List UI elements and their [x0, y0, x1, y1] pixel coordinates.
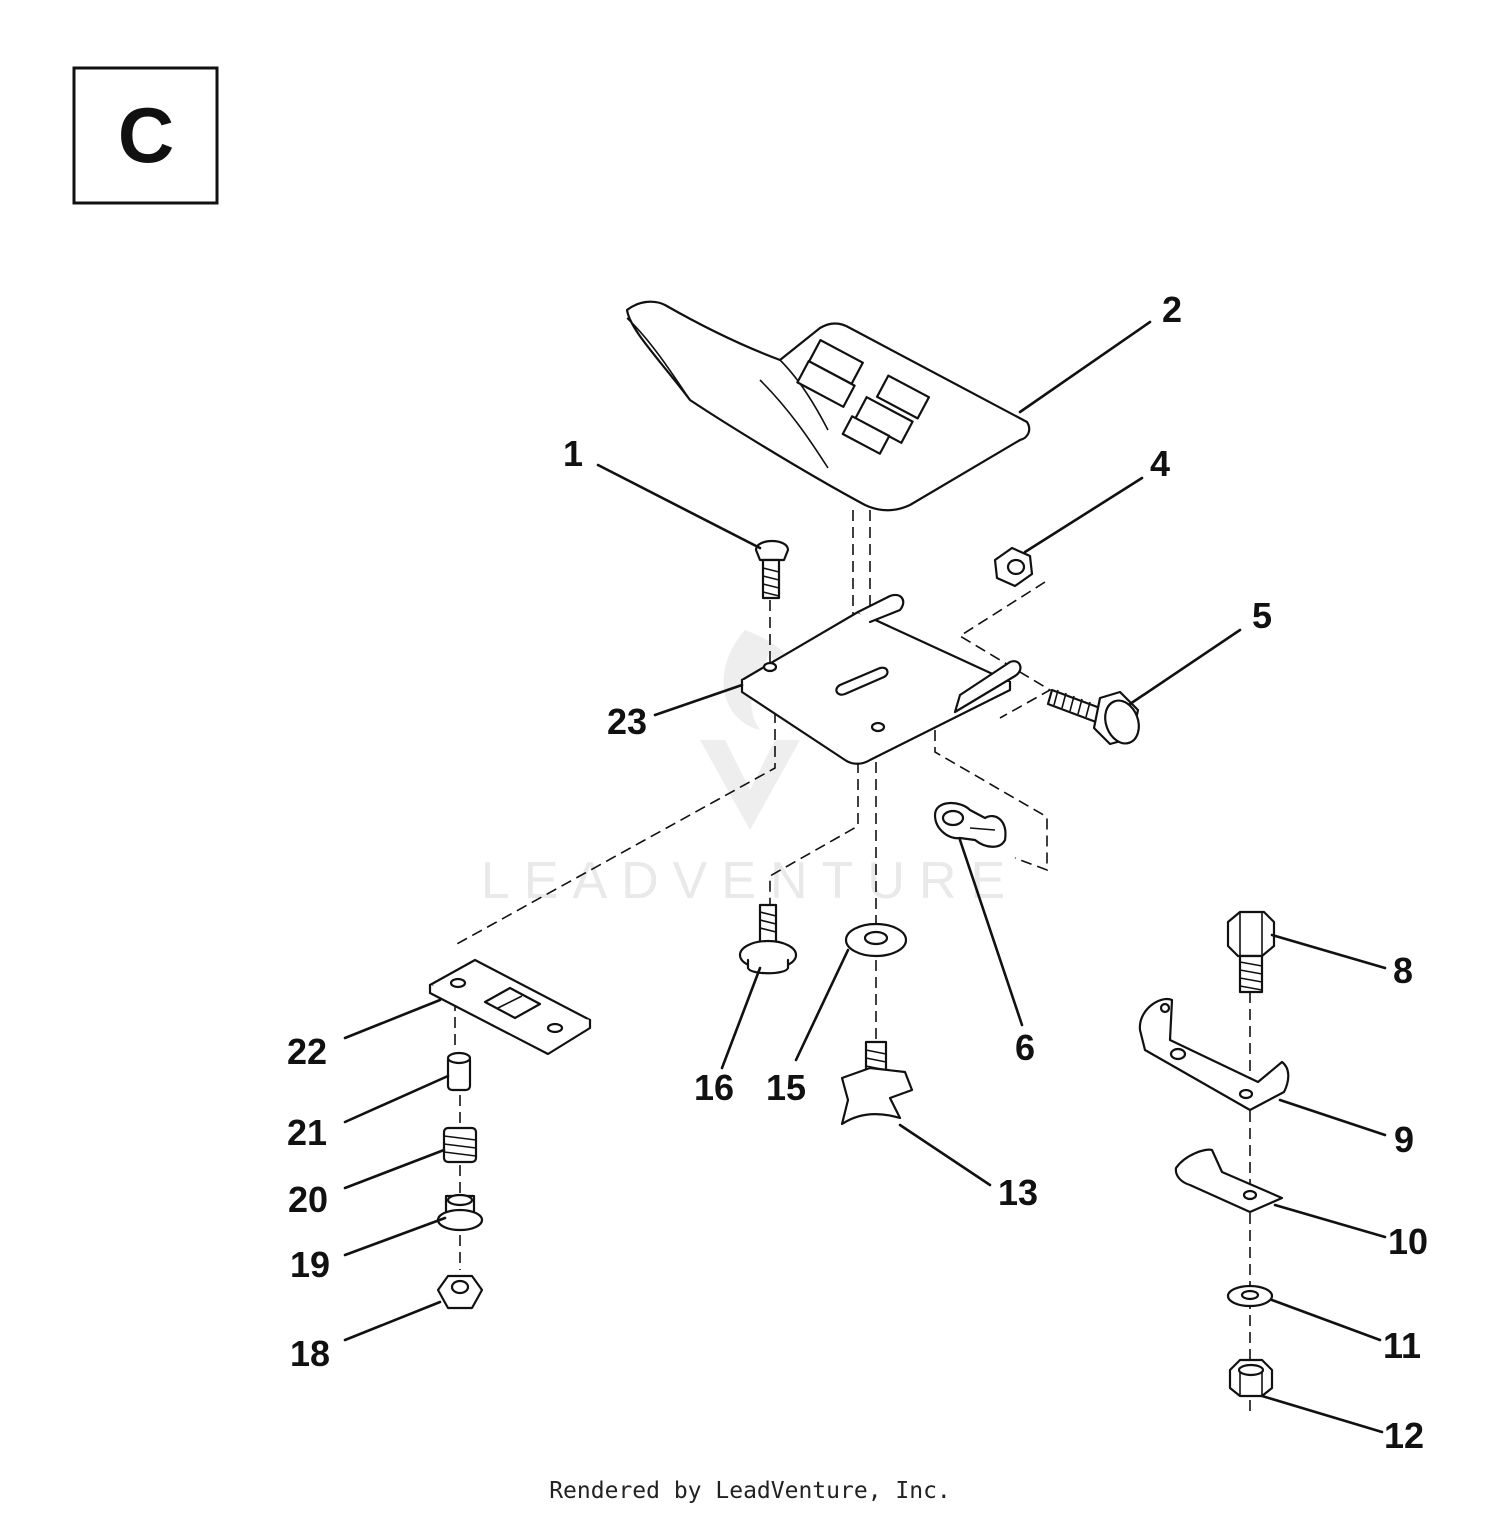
seat-part: [625, 300, 1031, 512]
callout-5: 5: [1252, 595, 1272, 636]
nut-part: [993, 546, 1034, 588]
flange-bolt-part: [738, 903, 798, 975]
callout-8: 8: [1393, 950, 1413, 991]
bracket-part: [1138, 997, 1290, 1112]
seat-plate-part: [740, 593, 1022, 765]
section-label: C: [118, 91, 174, 179]
callout-4: 4: [1150, 443, 1170, 484]
callout-23: 23: [607, 701, 647, 742]
callout-13: 13: [998, 1172, 1038, 1213]
watermark-text: LEADVENTURE: [481, 852, 1019, 910]
small-washer-part: [1226, 1284, 1274, 1308]
watermark: LEADVENTURE: [481, 630, 1019, 910]
callout-12: 12: [1384, 1415, 1424, 1456]
lock-nut-part: [1228, 1358, 1274, 1398]
callout-20: 20: [288, 1179, 328, 1220]
knob-part: [840, 1040, 914, 1126]
slide-bracket-part: [428, 958, 592, 1056]
callout-11: 11: [1383, 1325, 1421, 1366]
callout-1: 1: [563, 433, 583, 474]
pin-part: [446, 1051, 472, 1092]
clip-part: [933, 802, 1007, 848]
callout-labels: 2 1 4 5 23 6 8 9 10 11 12 13 15 16 18 19…: [287, 289, 1428, 1456]
curved-plate-part: [1174, 1148, 1284, 1214]
callout-18: 18: [290, 1333, 330, 1374]
leader-lines: [343, 320, 1387, 1434]
carriage-bolt-part: [754, 539, 790, 600]
washer-part: [844, 922, 908, 958]
flange-nut-part: [436, 1274, 484, 1310]
footer-credit: Rendered by LeadVenture, Inc.: [549, 1478, 951, 1504]
section-box: C: [72, 66, 219, 205]
callout-15: 15: [766, 1067, 806, 1108]
callout-6: 6: [1015, 1027, 1035, 1068]
callout-22: 22: [287, 1031, 327, 1072]
callout-21: 21: [287, 1112, 327, 1153]
hex-bolt-part: [1226, 910, 1276, 994]
spacer-part: [436, 1193, 484, 1232]
callout-16: 16: [694, 1067, 734, 1108]
shoulder-bolt-part: [1046, 688, 1140, 746]
callout-10: 10: [1388, 1221, 1428, 1262]
callout-9: 9: [1394, 1119, 1414, 1160]
callout-2: 2: [1162, 289, 1182, 330]
spring-part: [442, 1126, 478, 1164]
callout-19: 19: [290, 1244, 330, 1285]
